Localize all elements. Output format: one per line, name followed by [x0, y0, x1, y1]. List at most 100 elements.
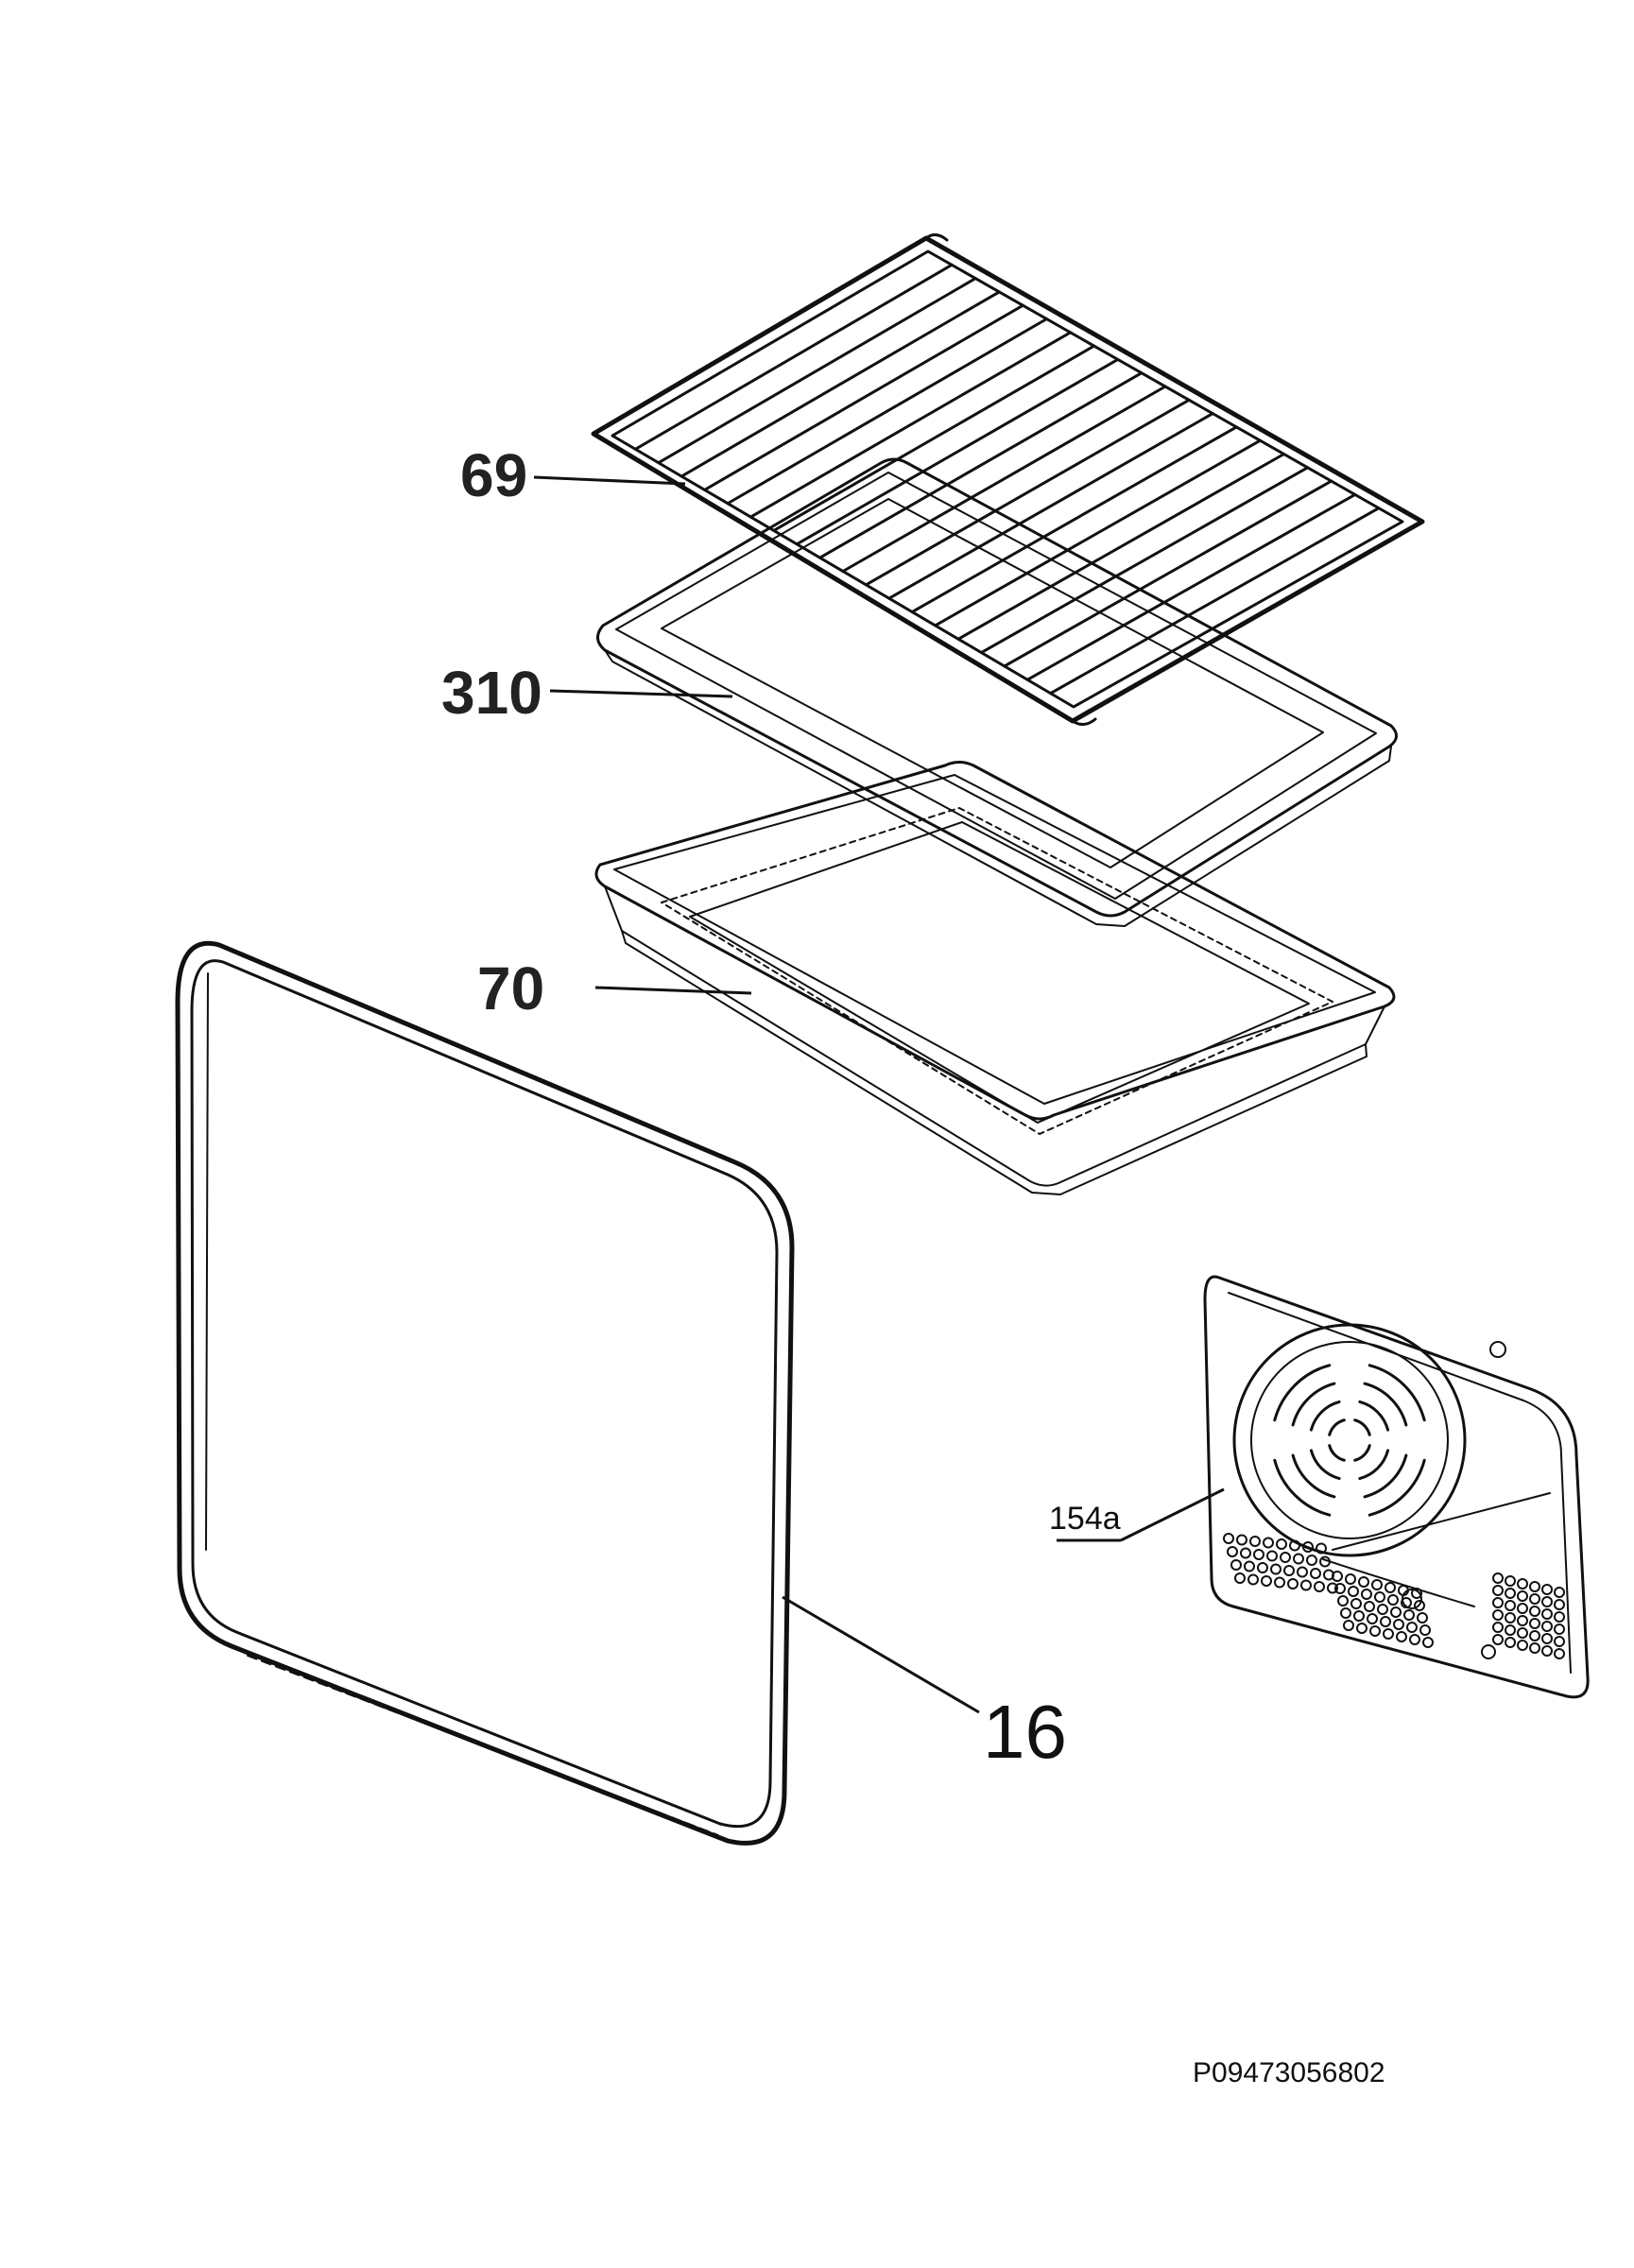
vent-hole: [1505, 1612, 1516, 1624]
vent-hole: [1554, 1636, 1565, 1647]
vent-hole: [1266, 1550, 1278, 1562]
grid-bar: [818, 371, 1144, 559]
vent-hole: [1274, 1576, 1285, 1589]
vent-hole: [1492, 1597, 1504, 1608]
vent-hole: [1236, 1534, 1247, 1546]
vent-hole: [1505, 1624, 1516, 1636]
vent-hole: [1541, 1608, 1553, 1620]
vent-hole: [1492, 1622, 1504, 1633]
grid-bar: [633, 263, 954, 451]
vent-hole: [1541, 1645, 1553, 1657]
fan-grille-arc: [1358, 1400, 1390, 1432]
grid-bar: [956, 453, 1285, 641]
leader-line-154a-angled: [1120, 1487, 1225, 1542]
grid-bar: [1003, 479, 1333, 668]
grid-bar: [726, 318, 1048, 506]
fan-grille-arc: [1309, 1400, 1341, 1432]
fan-grille-arc: [1309, 1449, 1341, 1481]
vent-hole: [1419, 1624, 1431, 1636]
vent-hole: [1411, 1588, 1422, 1599]
vent-hole: [1414, 1600, 1425, 1611]
vent-hole: [1377, 1604, 1388, 1615]
vent-hole: [1529, 1630, 1540, 1641]
vent-hole: [1230, 1559, 1242, 1571]
vent-hole: [1517, 1578, 1528, 1589]
part-label-70: 70: [477, 954, 544, 1022]
vent-hole: [1383, 1628, 1394, 1640]
grid-bar: [772, 344, 1096, 532]
vent-hole: [1361, 1589, 1372, 1600]
part-label-69: 69: [460, 441, 527, 509]
fan-grille-arc: [1291, 1382, 1336, 1427]
vent-hole: [1517, 1640, 1528, 1651]
vent-hole: [1223, 1533, 1234, 1544]
vent-hole: [1403, 1609, 1415, 1621]
vent-hole: [1249, 1536, 1261, 1547]
leader-line-16: [782, 1595, 980, 1714]
vent-hole: [1367, 1613, 1378, 1624]
vent-hole: [1517, 1627, 1528, 1639]
part-label-16: 16: [983, 1690, 1067, 1774]
vent-hole: [1529, 1593, 1540, 1605]
grid-bar: [679, 290, 1001, 478]
fan-grille-arc: [1363, 1453, 1408, 1499]
vent-hole: [1327, 1582, 1338, 1594]
vent-hole: [1302, 1541, 1314, 1553]
vent-hole: [1517, 1603, 1528, 1614]
vent-hole: [1529, 1581, 1540, 1592]
oven-door-glass-panel: [175, 940, 795, 1846]
vent-hole: [1517, 1615, 1528, 1626]
vent-hole: [1393, 1619, 1404, 1630]
vent-hole: [1263, 1537, 1274, 1549]
grid-bar: [795, 357, 1120, 546]
vent-hole: [1380, 1616, 1391, 1627]
vent-hole: [1529, 1606, 1540, 1617]
leader-line-70: [594, 986, 752, 995]
grid-bar: [864, 398, 1191, 587]
vent-hole: [1358, 1576, 1369, 1588]
vent-hole: [1270, 1563, 1281, 1575]
vent-hole: [1554, 1624, 1565, 1635]
vent-hole: [1240, 1547, 1251, 1559]
grid-bar: [748, 331, 1073, 519]
vent-hole: [1409, 1634, 1420, 1645]
vent-hole: [1276, 1538, 1287, 1550]
vent-hole: [1492, 1572, 1504, 1584]
fan-grille-arc: [1358, 1449, 1390, 1481]
vent-hole: [1234, 1572, 1246, 1584]
vent-hole: [1387, 1594, 1399, 1606]
drawing-code: P09473056802: [1193, 2057, 1385, 2088]
vent-hole: [1517, 1590, 1528, 1602]
vent-hole: [1300, 1579, 1312, 1591]
vent-hole: [1310, 1568, 1321, 1579]
vent-hole: [1505, 1588, 1516, 1599]
wire-grid-shelf: [591, 233, 1425, 726]
vent-hole: [1422, 1637, 1434, 1648]
vent-hole: [1492, 1634, 1504, 1645]
vent-hole: [1348, 1586, 1359, 1597]
grid-bar: [910, 425, 1238, 614]
vent-hole: [1396, 1631, 1407, 1642]
vent-hole: [1314, 1581, 1325, 1592]
vent-hole: [1505, 1575, 1516, 1587]
fan-grille-arc: [1367, 1458, 1426, 1517]
vent-hole: [1332, 1571, 1343, 1582]
part-label-310: 310: [441, 659, 542, 727]
vent-hole: [1337, 1595, 1349, 1606]
vent-hole: [1356, 1623, 1367, 1634]
fan-grille-arc: [1328, 1418, 1346, 1436]
rear-fan-cover-panel: [1203, 1275, 1590, 1699]
vent-hole: [1492, 1609, 1504, 1621]
vent-hole: [1345, 1573, 1356, 1585]
vent-hole: [1505, 1637, 1516, 1648]
vent-hole: [1541, 1584, 1553, 1595]
fan-grille-arc: [1273, 1364, 1332, 1422]
vent-hole: [1247, 1573, 1259, 1586]
vent-hole: [1287, 1578, 1299, 1589]
grid-bar: [657, 277, 977, 465]
baking-tray: [596, 457, 1398, 927]
vent-hole: [1541, 1596, 1553, 1607]
vent-hole: [1385, 1582, 1396, 1593]
vent-hole: [1541, 1621, 1553, 1632]
